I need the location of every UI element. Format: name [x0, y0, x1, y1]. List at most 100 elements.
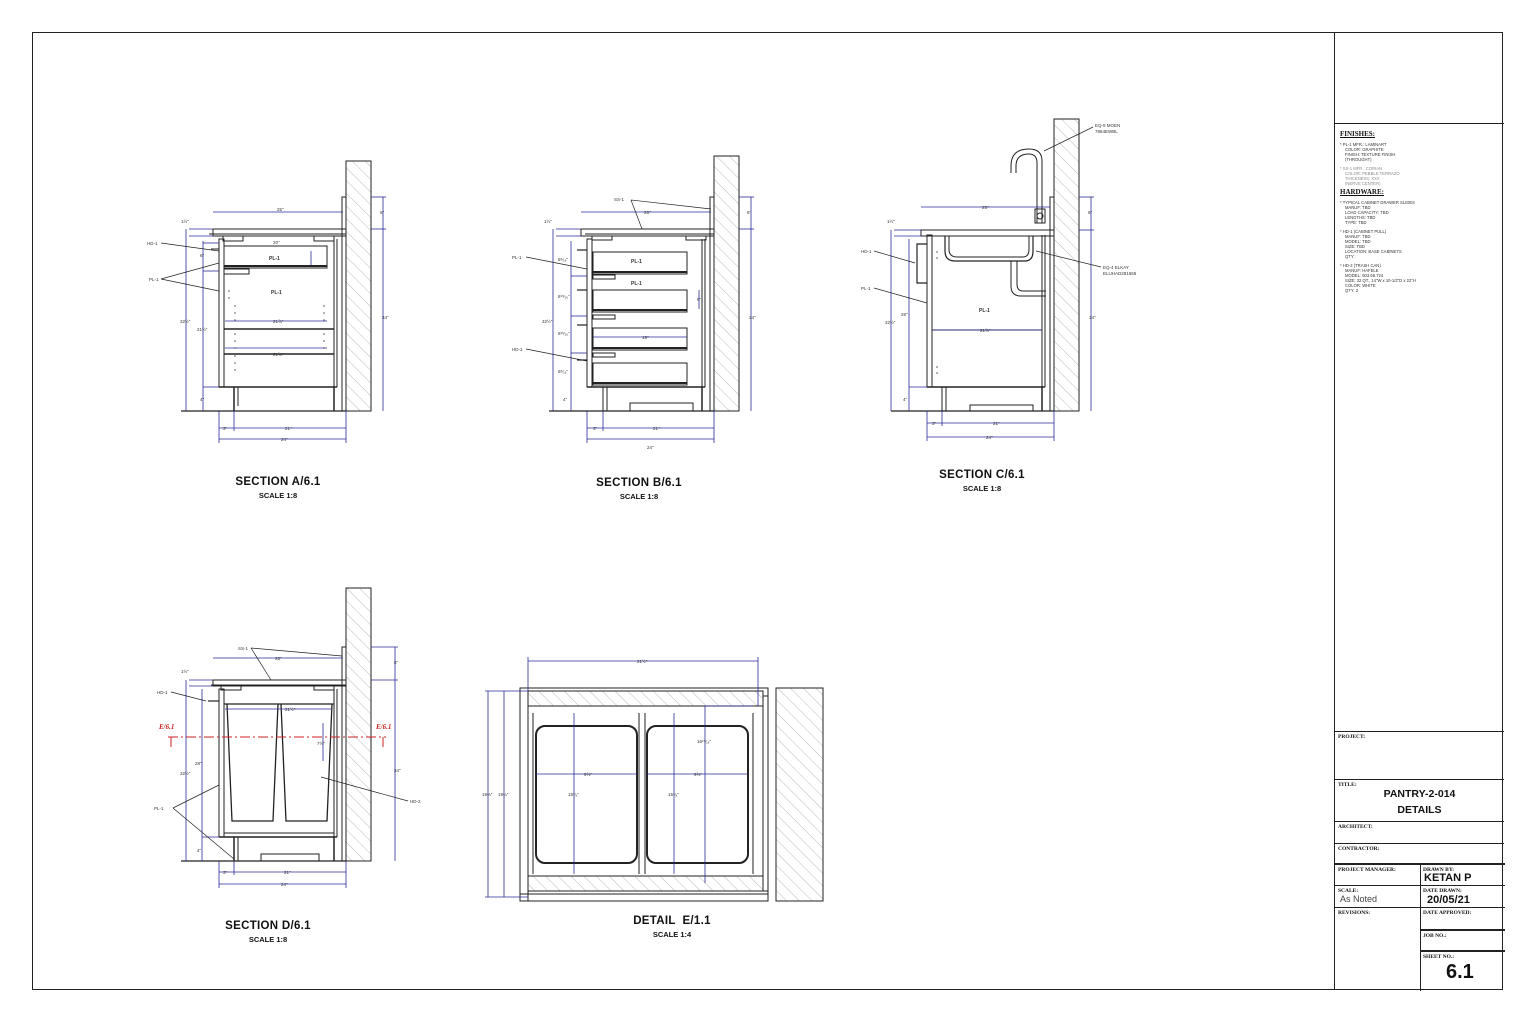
title-field: TITLE: PANTRY-2-014 DETAILS [1335, 779, 1504, 821]
svg-text:20": 20" [273, 240, 280, 245]
finish-pl1: * PL-1 MFR.: LAMINART COLOR: GRAPHITE FI… [1340, 142, 1396, 162]
svg-text:3": 3" [932, 421, 937, 426]
date-approved-field: DATE APPROVED: [1420, 907, 1505, 929]
svg-text:PL-1: PL-1 [512, 255, 522, 260]
svg-text:8¹⁵⁄₁₆": 8¹⁵⁄₁₆" [558, 294, 570, 299]
svg-text:7½": 7½" [317, 740, 325, 746]
svg-text:6": 6" [394, 660, 399, 665]
date-drawn-value: 20/05/21 [1427, 894, 1470, 906]
svg-text:PL-1: PL-1 [149, 277, 159, 282]
svg-text:3": 3" [223, 426, 228, 431]
section-b-annotations: SS-125"1½"6" PL-1PL-1 6⁵⁄₁₆"8¹⁵⁄₁₆"8¹⁵⁄₁… [512, 197, 756, 450]
project-manager-field: PROJECT MANAGER: [1335, 863, 1420, 885]
svg-text:PL-1: PL-1 [271, 290, 282, 296]
detail-e-annotations: 21½" 19⅜"19¼" 9⅝"9⅝" 15⁷⁄₈"15⁷⁄₈" 16¹⁵⁄₁… [482, 658, 711, 797]
sheet-no-value: 6.1 [1446, 961, 1474, 983]
svg-text:EQ-4 ELKAY: EQ-4 ELKAY [1103, 265, 1129, 270]
svg-text:34": 34" [749, 315, 756, 320]
section-b-label: SECTION B/6.1 SCALE 1:8 [596, 477, 682, 501]
svg-text:15⁷⁄₈": 15⁷⁄₈" [568, 792, 579, 797]
svg-text:21⅝": 21⅝" [273, 352, 284, 357]
detail-e-label: DETAIL E/1.1 SCALE 1:4 [633, 915, 711, 939]
svg-text:32½": 32½" [542, 318, 553, 324]
svg-text:HD-1: HD-1 [147, 241, 158, 246]
svg-text:HD-2: HD-2 [410, 799, 421, 804]
svg-text:9⅝": 9⅝" [694, 772, 702, 777]
svg-text:19⅜": 19⅜" [482, 792, 493, 797]
scale-field: SCALE: As Noted [1335, 885, 1420, 907]
svg-text:24": 24" [647, 445, 654, 450]
svg-text:32½": 32½" [180, 318, 191, 324]
svg-text:28": 28" [195, 761, 202, 766]
title-block-divider [1420, 863, 1421, 991]
svg-text:SS-1: SS-1 [614, 197, 625, 202]
svg-text:1½": 1½" [887, 218, 895, 224]
svg-text:4": 4" [200, 397, 205, 402]
drawn-by-field: DRAWN BY: KETAN P [1420, 863, 1505, 885]
svg-text:6": 6" [1088, 210, 1093, 215]
svg-text:E/6.1: E/6.1 [375, 723, 391, 731]
svg-text:3": 3" [593, 426, 598, 431]
job-no-field: JOB NO.: [1420, 929, 1505, 950]
svg-text:PL-1: PL-1 [631, 259, 642, 265]
svg-text:32½": 32½" [180, 770, 191, 776]
section-a-label: SECTION A/6.1 SCALE 1:8 [235, 476, 321, 500]
svg-text:ELUHAD281655: ELUHAD281655 [1103, 271, 1137, 276]
svg-text:34": 34" [382, 315, 389, 320]
svg-text:HD-1: HD-1 [157, 690, 168, 695]
section-d-label: SECTION D/6.1 SCALE 1:8 [225, 920, 311, 944]
svg-text:21": 21" [993, 421, 1000, 426]
svg-text:21": 21" [653, 426, 660, 431]
svg-text:PL-1: PL-1 [269, 256, 280, 262]
svg-text:21½": 21½" [197, 326, 208, 332]
svg-text:1½": 1½" [544, 218, 552, 224]
svg-text:19": 19" [642, 335, 649, 340]
svg-text:HD-1: HD-1 [512, 347, 523, 352]
svg-text:16¹⁵⁄₁₆": 16¹⁵⁄₁₆" [697, 739, 711, 744]
section-a-annotations: 25"1½"6" 20"6"PL-1 PL-1 21⅞"21⅝" 32½"21½… [147, 207, 389, 442]
svg-text:9⅝": 9⅝" [584, 772, 592, 777]
svg-text:34": 34" [1089, 315, 1096, 320]
svg-text:4": 4" [563, 397, 568, 402]
svg-text:6": 6" [380, 210, 385, 215]
hardware-hd2: * HD-2 (TRASH CAN) MANUF: HAFELE MODEL: … [1340, 263, 1416, 293]
svg-text:6⁵⁄₁₆": 6⁵⁄₁₆" [558, 369, 568, 374]
svg-text:25": 25" [277, 207, 284, 212]
svg-text:15⁷⁄₈": 15⁷⁄₈" [668, 792, 679, 797]
scale-value: As Noted [1340, 894, 1378, 904]
date-drawn-field: DATE DRAWN: 20/05/21 [1420, 885, 1505, 907]
svg-text:PL-1: PL-1 [631, 281, 642, 287]
sheet-no-field: SHEET NO.: 6.1 [1420, 950, 1505, 991]
svg-text:8¹⁵⁄₁₆": 8¹⁵⁄₁₆" [558, 331, 570, 336]
svg-text:34": 34" [394, 768, 401, 773]
drawing-sheet: 25" 1½" 6" 20" 6" PL-1 PL-1 21⅞" 21⅝" 32½" 21½… [32, 32, 1505, 991]
svg-text:SS-1: SS-1 [238, 646, 249, 651]
svg-text:21⅞": 21⅞" [273, 319, 284, 324]
svg-text:24": 24" [281, 882, 288, 887]
section-a-drawing [160, 160, 386, 443]
svg-text:HD-1: HD-1 [861, 249, 872, 254]
title-block: FINISHES: * PL-1 MFR.: LAMINART COLOR: G… [1334, 33, 1505, 991]
svg-text:32½": 32½" [885, 319, 896, 325]
hardware-slides: * TYPICAL CABINET DRAWER SLIDES MANUF: T… [1340, 200, 1415, 225]
svg-text:4": 4" [197, 848, 202, 853]
svg-text:1½": 1½" [181, 668, 189, 674]
cad-drawings: 25" 1½" 6" 20" 6" PL-1 PL-1 21⅞" 21⅝" 32½" 21½… [147, 118, 1137, 902]
svg-text:PL-1: PL-1 [154, 806, 164, 811]
finishes-notes: FINISHES: * PL-1 MFR.: LAMINART COLOR: G… [1340, 130, 1416, 294]
svg-text:19¼": 19¼" [498, 792, 509, 797]
svg-text:7864EWBL: 7864EWBL [1095, 129, 1118, 134]
svg-text:1½": 1½" [181, 218, 189, 224]
drawing-area: 25" 1½" 6" 20" 6" PL-1 PL-1 21⅞" 21⅝" 32½" 21½… [33, 33, 1334, 989]
contractor-field: CONTRACTOR: [1335, 843, 1504, 863]
svg-text:21½": 21½" [285, 706, 296, 712]
detail-e-drawing [485, 657, 824, 902]
sheet-title-line1: PANTRY-2-014 [1383, 788, 1456, 800]
svg-text:28": 28" [901, 312, 908, 317]
finish-ss1: * SS-1 MFR.: CORIAN COLOR: PEBBLE TERRAZ… [1340, 166, 1400, 186]
svg-text:6": 6" [697, 297, 702, 302]
svg-text:24": 24" [986, 435, 993, 440]
sheet-title-line2: DETAILS [1397, 804, 1442, 816]
